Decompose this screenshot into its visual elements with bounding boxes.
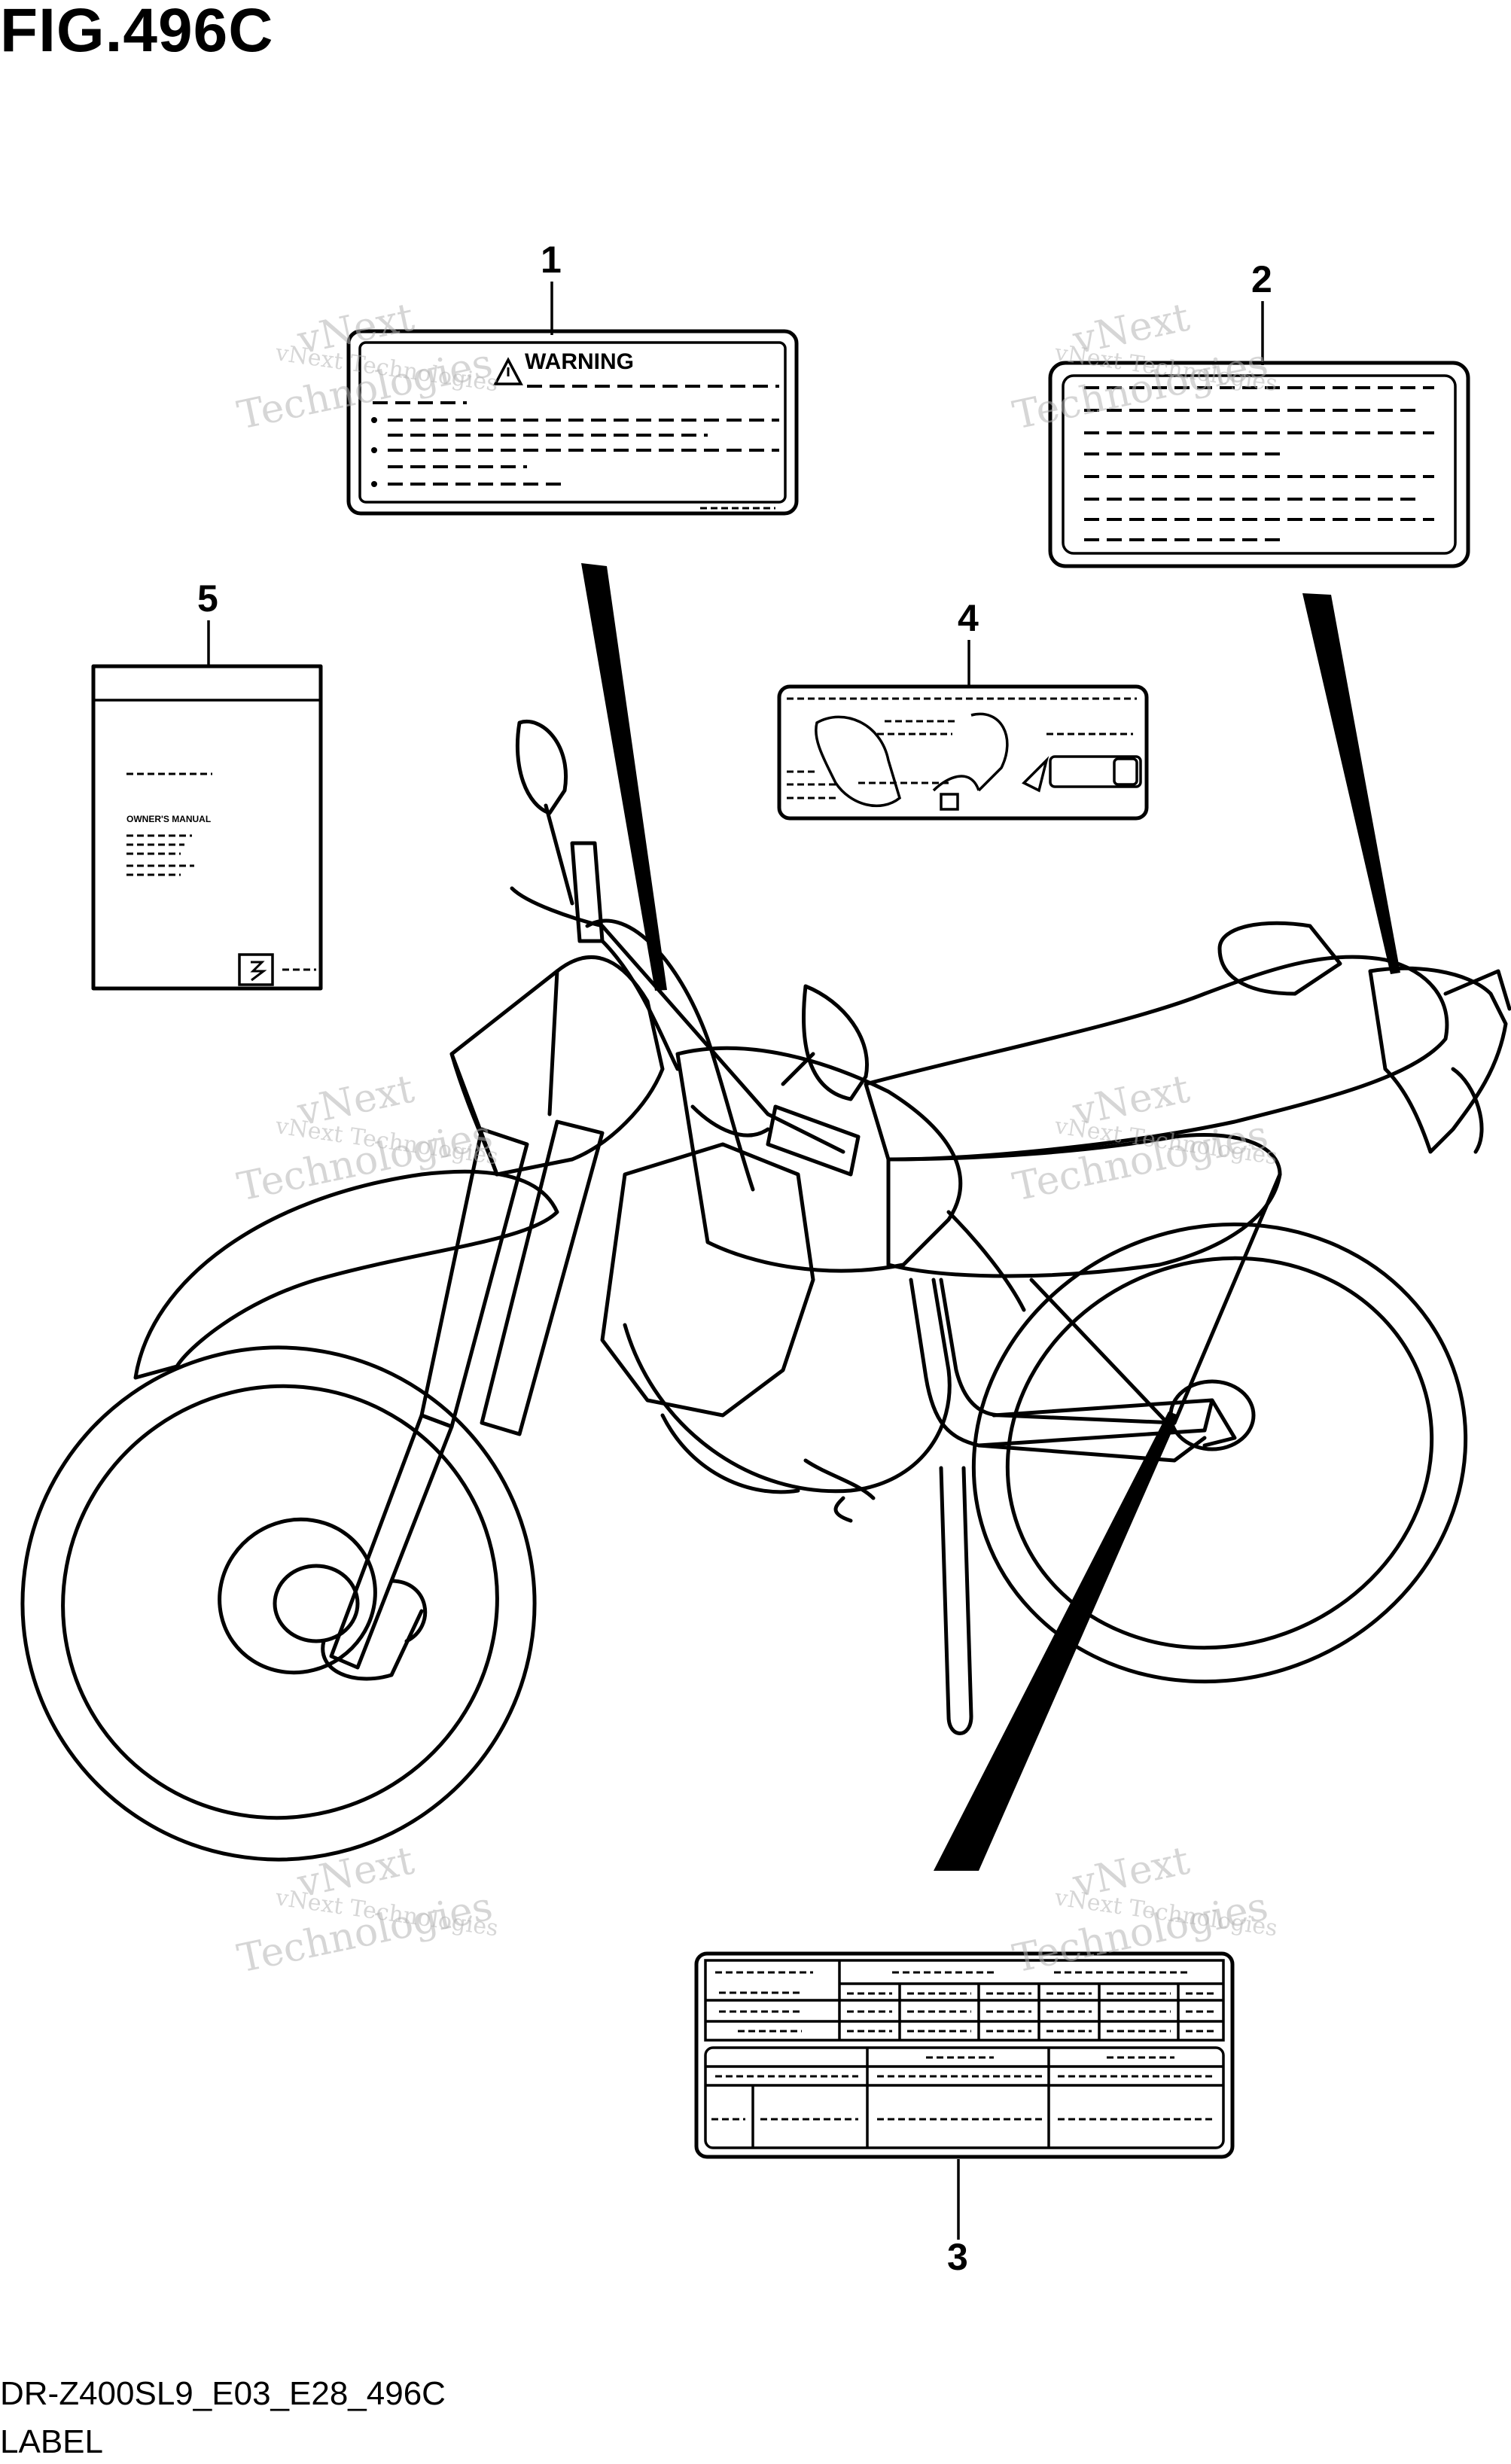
handlebar-grip-icon (815, 715, 902, 808)
label-5-manual: OWNER'S MANUAL (91, 664, 323, 991)
callout-1: 1 (541, 239, 562, 281)
leader-1 (581, 563, 667, 991)
frame (909, 1172, 1282, 1463)
kickstand (939, 1466, 973, 1735)
rear-fender (1368, 966, 1508, 1154)
watermark-1: vNext Technologies vNext Technologies (233, 295, 500, 439)
label-3-table (694, 1951, 1235, 2159)
engine (600, 1142, 952, 1523)
label-1-warning: WARNING (346, 329, 799, 516)
label-4 (777, 684, 1149, 821)
leader-2 (1302, 593, 1400, 974)
callout-3: 3 (947, 2236, 968, 2278)
seat (864, 955, 1449, 1162)
rear-wheel (971, 1222, 1468, 1684)
front-wheel (20, 1345, 537, 1862)
motorcycle-illustration (20, 720, 1511, 1862)
model-code: DR-Z400SL9_E03_E28_496C (0, 2375, 446, 2412)
watermarks: vNext Technologies vNext Technologies vN… (233, 295, 1279, 1982)
leader-lines (581, 563, 1400, 1871)
callout-5: 5 (197, 577, 218, 620)
callout-4: 4 (958, 597, 979, 639)
headlight-cowl (449, 955, 665, 1177)
section-name: LABEL (0, 2423, 103, 2460)
front-fork (321, 1119, 605, 1681)
watermark-4: vNext Technologies vNext Technologies (1009, 1067, 1279, 1211)
watermark-2: vNext Technologies vNext Technologies (1009, 295, 1279, 439)
warning-heading: WARNING (525, 349, 634, 374)
callout-2: 2 (1251, 258, 1272, 300)
manual-heading: OWNER'S MANUAL (126, 814, 211, 824)
mirrors (515, 720, 869, 1101)
leader-3 (934, 1412, 1179, 1871)
watermark-3: vNext Technologies vNext Technologies (233, 1067, 500, 1211)
callout-numbers: 1 2 3 4 5 (197, 239, 1272, 2278)
warning-triangle-icon (493, 357, 523, 385)
figure-title: FIG.496C (0, 0, 274, 65)
brand-logo-icon (238, 953, 274, 986)
label-2 (1048, 361, 1470, 568)
handlebar (510, 841, 861, 1192)
front-fender (133, 1169, 559, 1380)
